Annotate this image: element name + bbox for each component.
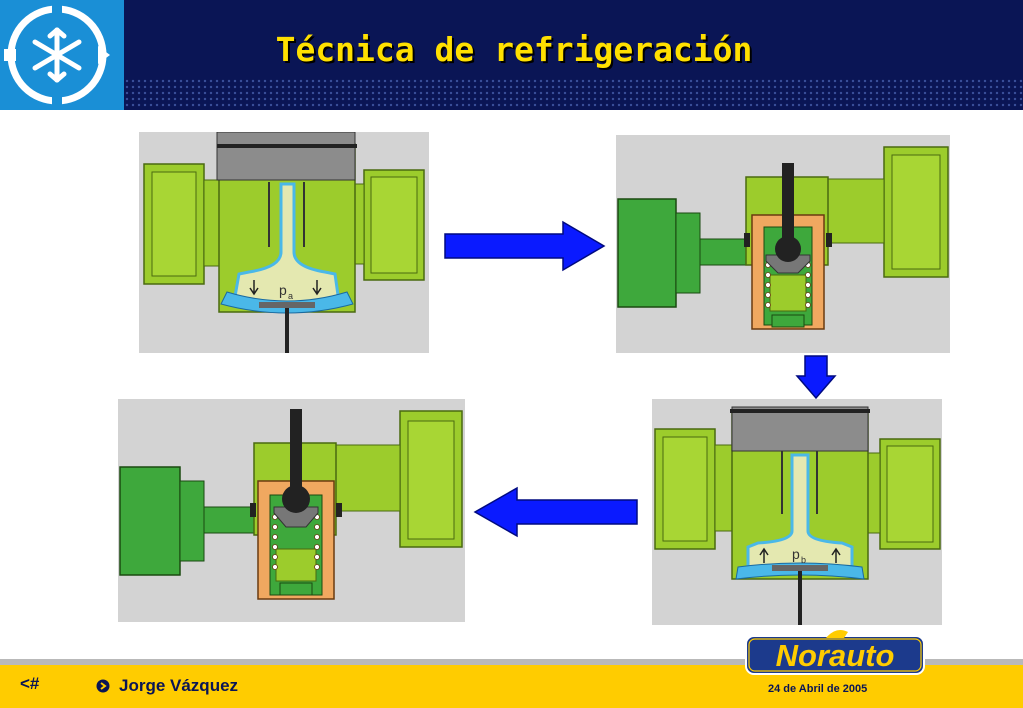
- diagram-panel-diaphragm-pa: p a: [139, 132, 429, 353]
- pressure-label-pa-sub: a: [288, 291, 293, 301]
- company-logo: [0, 0, 124, 110]
- arrow-left: [473, 486, 638, 538]
- norauto-logo: Norauto: [745, 630, 925, 675]
- pressure-label-pb: p: [792, 546, 800, 562]
- footer-divider: [0, 659, 1023, 665]
- brand-name: Norauto: [776, 638, 895, 673]
- diagram-panel-ball-spring-top: [616, 135, 950, 353]
- diagram-panel-ball-spring-bottom: [118, 399, 465, 622]
- snowflake-icon: [4, 5, 110, 105]
- arrow-down: [795, 355, 837, 400]
- diagram-panel-diaphragm-pb: p b: [652, 399, 942, 625]
- slide-number: <#: [20, 674, 40, 693]
- dot-pattern: [124, 78, 1023, 108]
- bullet-arrow-icon: [96, 679, 110, 693]
- pressure-label-pa: p: [279, 282, 287, 298]
- pressure-label-pb-sub: b: [801, 555, 806, 565]
- slide-title: Técnica de refrigeración: [275, 30, 753, 69]
- presentation-date: 24 de Abril de 2005: [768, 683, 868, 695]
- slide-header: Técnica de refrigeración: [0, 0, 1023, 110]
- author-name: Jorge Vázquez: [119, 676, 239, 695]
- arrow-right: [444, 220, 606, 272]
